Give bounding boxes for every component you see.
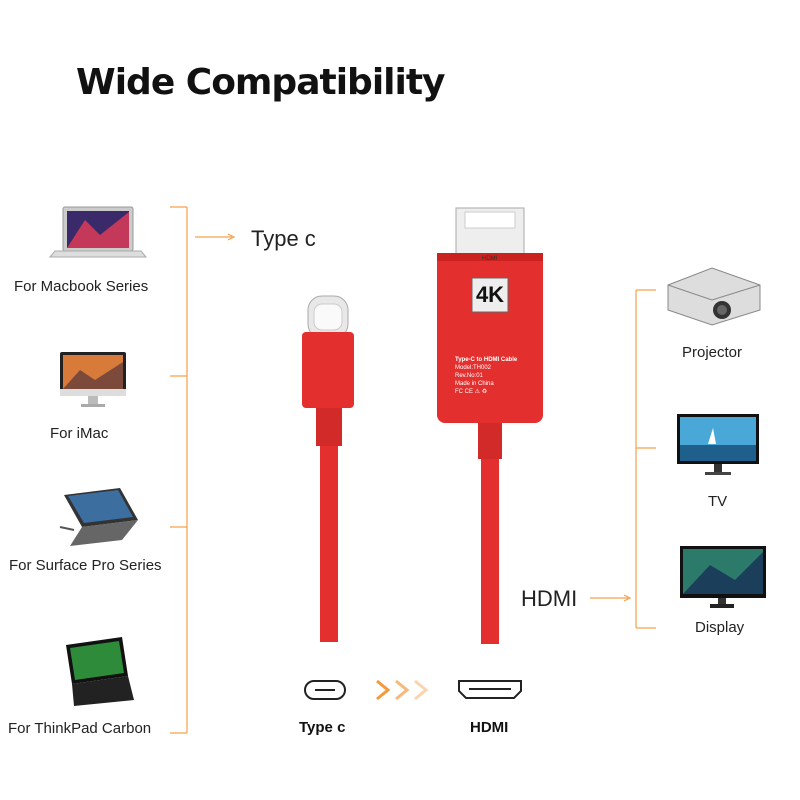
projector-icon	[667, 267, 761, 326]
spec-line: FC CE ⚠ ♻	[455, 389, 488, 395]
hdmi-cable	[437, 207, 543, 644]
device-label-imac: For iMac	[50, 425, 109, 442]
device-label-display: Display	[695, 619, 745, 636]
spec-line: Made in China	[455, 381, 494, 387]
type-c-port-icon	[304, 680, 346, 700]
spec-line: Model:TH002	[455, 365, 492, 371]
page-title: Wide Compatibility	[76, 62, 446, 103]
laptop-icon	[48, 206, 148, 258]
left-bracket	[170, 206, 236, 734]
device-label-surface: For Surface Pro Series	[9, 557, 162, 574]
hdmi-port-text: HDMI	[482, 256, 498, 262]
chevron-right-icon	[376, 679, 429, 701]
type-c-cable	[302, 295, 354, 642]
tv-icon	[677, 414, 759, 475]
hdmi-label: HDMI	[521, 586, 578, 611]
4k-badge: 4K	[475, 282, 505, 307]
thinkpad-icon	[66, 637, 134, 706]
type-c-label: Type c	[251, 226, 316, 251]
device-label-tv: TV	[708, 493, 728, 510]
right-bracket	[590, 289, 656, 629]
device-label-thinkpad: For ThinkPad Carbon	[8, 720, 152, 737]
bottom-hdmi-label: HDMI	[470, 719, 509, 736]
spec-line: Type-C to HDMI Cable	[455, 357, 518, 363]
tablet-icon	[59, 488, 138, 546]
spec-line: Rev.No:01	[455, 373, 483, 379]
cable-spec-text: Type-C to HDMI Cable Model:TH002 Rev.No:…	[455, 356, 517, 396]
hdmi-port-icon	[458, 680, 522, 699]
device-label-projector: Projector	[682, 344, 743, 361]
monitor-icon	[680, 546, 766, 608]
imac-icon	[60, 352, 126, 407]
bottom-type-c-label: Type c	[299, 719, 346, 736]
device-label-macbook: For Macbook Series	[14, 278, 149, 295]
